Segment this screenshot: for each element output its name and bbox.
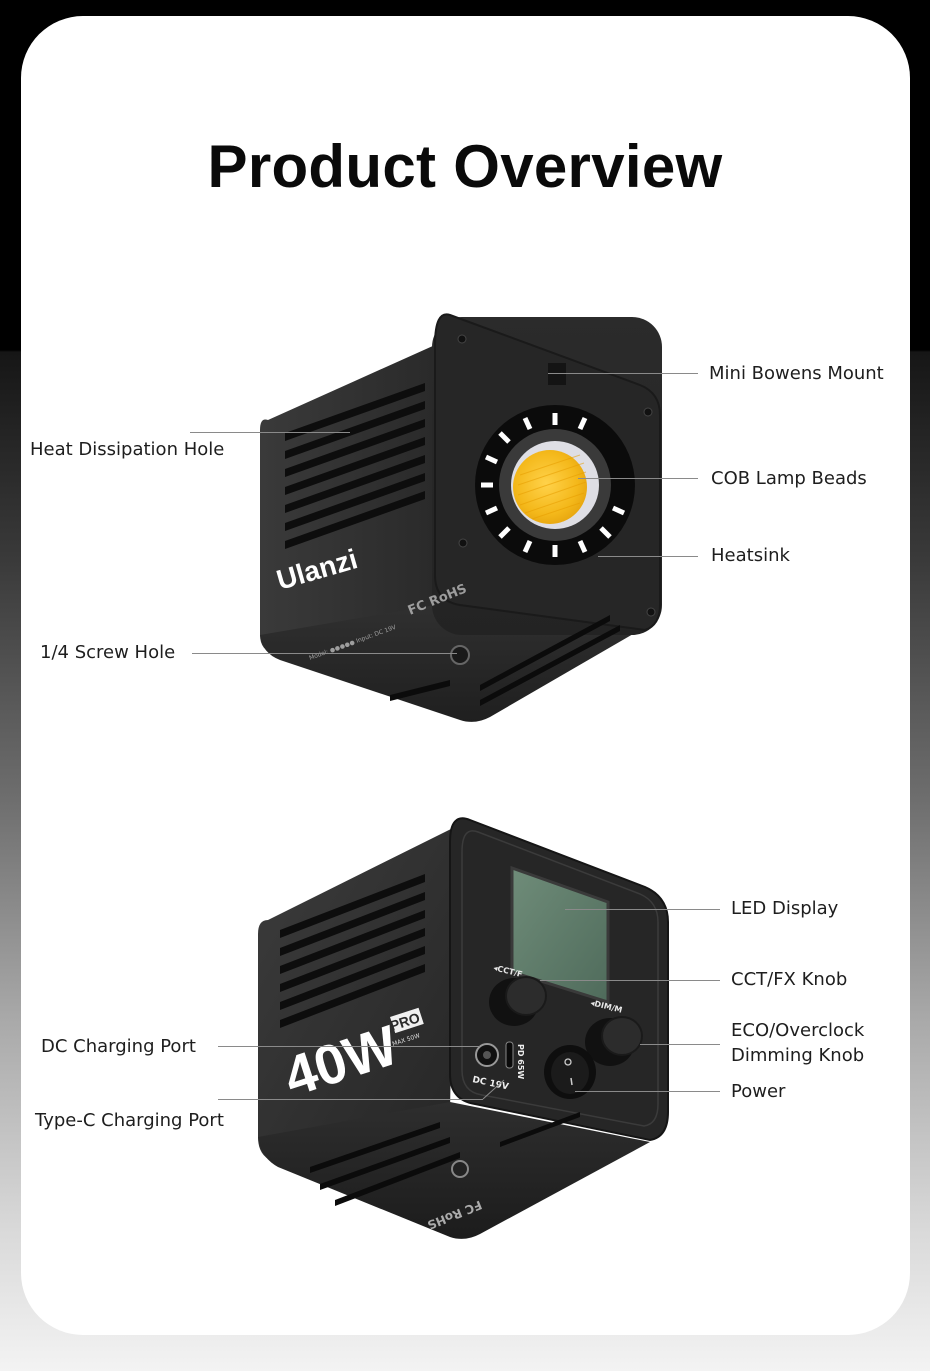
label-heat-dissipation-hole: Heat Dissipation Hole xyxy=(30,439,225,460)
label-heatsink: Heatsink xyxy=(711,545,790,566)
leader-mini-bowens-mount xyxy=(548,373,698,374)
label-eco-overclock-line1: ECO/Overclock xyxy=(731,1020,865,1041)
leader-led-display xyxy=(565,909,720,910)
label-eco-overclock-knob: ECO/Overclock Dimming Knob xyxy=(731,1018,864,1068)
label-cct-fx-knob: CCT/FX Knob xyxy=(731,969,848,990)
leader-screw-hole xyxy=(192,653,457,654)
leader-eco-overclock-knob xyxy=(640,1044,720,1045)
power-switch xyxy=(544,1045,596,1099)
pd-text: PD 65W xyxy=(516,1044,525,1079)
leader-cct-fx-knob xyxy=(540,980,720,981)
leader-dc-charging-port xyxy=(218,1046,480,1047)
label-type-c-charging-port: Type-C Charging Port xyxy=(35,1110,224,1131)
label-dc-charging-port: DC Charging Port xyxy=(41,1036,196,1057)
label-cob-lamp-beads: COB Lamp Beads xyxy=(711,468,867,489)
leader-type-c-diagonal xyxy=(482,1079,505,1100)
page-title: Product Overview xyxy=(207,133,723,200)
cct-fx-knob xyxy=(489,976,547,1026)
leader-cob-lamp-beads xyxy=(578,478,698,479)
leader-heatsink xyxy=(598,556,698,557)
dim-knob xyxy=(585,1016,643,1066)
label-screw-hole: 1/4 Screw Hole xyxy=(40,642,176,663)
label-mini-bowens-mount: Mini Bowens Mount xyxy=(709,363,884,384)
leader-heat-dissipation-hole xyxy=(190,432,350,433)
label-power: Power xyxy=(731,1081,786,1102)
leader-power xyxy=(575,1091,720,1092)
label-eco-overclock-line2: Dimming Knob xyxy=(731,1045,865,1066)
label-led-display: LED Display xyxy=(731,898,839,919)
front-light-image: Ulanzi Model: ●●●●● Input: DC 19V FC RoH… xyxy=(260,313,662,722)
back-light-image: ◂CCT/F ◂DIM/M DC 19V PD 65W 40W PRO MAX … xyxy=(258,817,669,1239)
leader-type-c-charging-port xyxy=(218,1099,483,1100)
